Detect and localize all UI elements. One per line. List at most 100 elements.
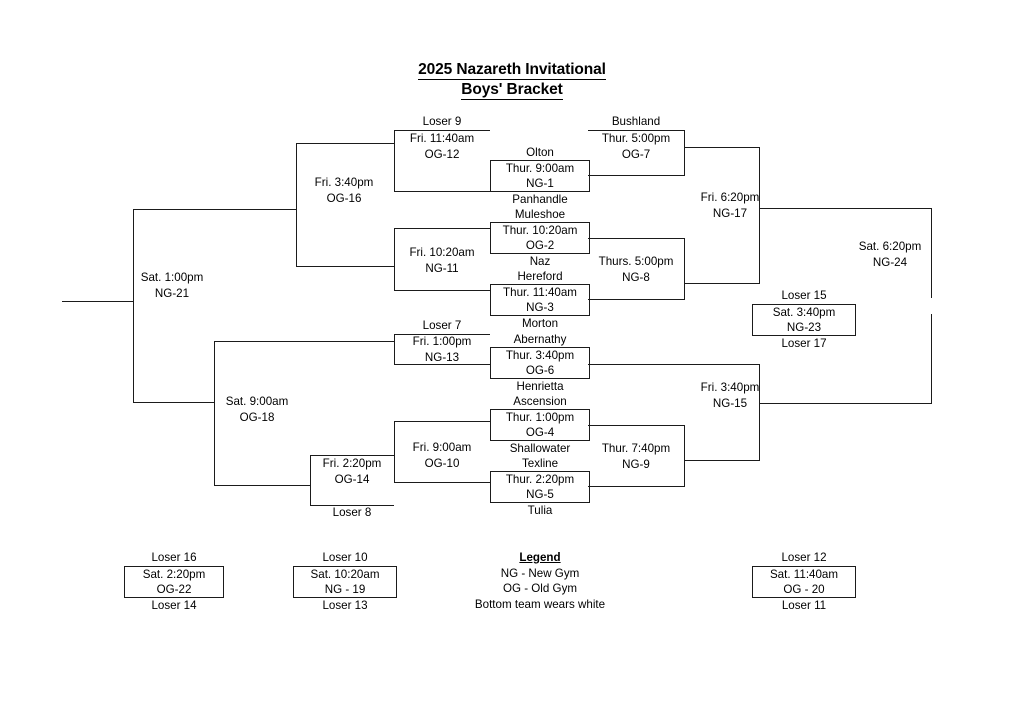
legend-line-white: Bottom team wears white <box>474 597 606 611</box>
og20-cap: Loser 12 <box>781 551 827 564</box>
ng21-bottom-arm <box>133 402 215 403</box>
team-label-ascension: Ascension <box>513 395 567 408</box>
team-label-naz: Naz <box>529 255 551 268</box>
team-label-panhandle: Panhandle <box>512 193 568 206</box>
og20-foot: Loser 11 <box>781 598 827 612</box>
ng13-day: Fri. 1:00pm <box>412 335 472 348</box>
team-label-henrietta: Henrietta <box>516 380 564 393</box>
ng9-top-line <box>588 425 684 426</box>
game-box-og4: Thur. 1:00pm OG-4 <box>490 409 590 441</box>
ng13-site: NG-13 <box>424 350 460 364</box>
ng21-spine <box>133 209 134 403</box>
og7-feeder-label: Bushland <box>611 115 661 128</box>
og12-spine <box>394 130 395 192</box>
game-box-og2: Thur. 10:20am OG-2 <box>490 222 590 254</box>
ng21-label: Sat. 1:00pm NG-21 <box>130 270 214 301</box>
legend-line-og: OG - Old Gym <box>502 582 578 595</box>
placement-og20: Loser 12 Sat. 11:40am OG - 20 Loser 11 <box>752 550 856 613</box>
og7-label: Thur. 5:00pm OG-7 <box>588 131 684 162</box>
ng8-top-line <box>588 238 684 239</box>
og7-day: Thur. 5:00pm <box>601 132 671 145</box>
ng21-site: NG-21 <box>154 286 190 300</box>
placement-ng23: Loser 15 Sat. 3:40pm NG-23 Loser 17 <box>752 288 856 351</box>
ng1-day: Thur. 9:00am <box>505 162 575 175</box>
ng8-spine <box>684 238 685 300</box>
og10-label: Fri. 9:00am OG-10 <box>394 440 490 471</box>
ng15-bottom-arm <box>684 460 760 461</box>
ng24-spine-top <box>931 208 932 298</box>
og22-day: Sat. 2:20pm <box>142 567 206 581</box>
og7-site: OG-7 <box>621 147 651 161</box>
ng19-site: NG - 19 <box>324 582 366 596</box>
page-title: 2025 Nazareth Invitational Boys' Bracket <box>0 60 1024 100</box>
og14-bottom-line <box>310 505 394 506</box>
ng9-spine <box>684 425 685 487</box>
og16-label: Fri. 3:40pm OG-16 <box>300 175 388 206</box>
og14-label: Fri. 2:20pm OG-14 <box>308 456 396 487</box>
og22-foot: Loser 14 <box>151 598 197 612</box>
og18-bottom-arm <box>214 485 310 486</box>
ng15-day: Fri. 3:40pm <box>700 381 760 394</box>
og7-top-line <box>588 130 684 131</box>
ng13-spine <box>394 334 395 365</box>
og10-day: Fri. 9:00am <box>412 441 472 454</box>
og14-top-line <box>310 455 394 456</box>
ng3-site: NG-3 <box>526 301 554 314</box>
og12-top-line <box>394 130 490 131</box>
og20-site: OG - 20 <box>783 582 825 596</box>
ng13-top-line <box>394 334 490 335</box>
ng5-site: NG-5 <box>526 488 554 501</box>
og10-site: OG-10 <box>424 456 460 470</box>
og7-bottom-line <box>588 175 684 176</box>
team-label-shallowater: Shallowater <box>509 442 571 455</box>
ng17-bottom-arm <box>684 283 760 284</box>
og16-day: Fri. 3:40pm <box>314 176 374 189</box>
ng11-site: NG-11 <box>425 261 459 275</box>
og16-bottom-arm <box>296 266 394 267</box>
game-box-ng5: Thur. 2:20pm NG-5 <box>490 471 590 503</box>
og18-label: Sat. 9:00am OG-18 <box>215 394 299 425</box>
ng8-site: NG-8 <box>622 270 650 284</box>
ng23-cap: Loser 15 <box>781 289 827 302</box>
team-label-hereford: Hereford <box>517 270 563 283</box>
ng13-label: Fri. 1:00pm NG-13 <box>394 334 490 365</box>
ng24-spine-bottom <box>931 314 932 404</box>
og18-day: Sat. 9:00am <box>225 395 289 408</box>
og7-spine <box>684 130 685 176</box>
ng24-site: NG-24 <box>872 255 908 269</box>
team-label-morton: Morton <box>521 317 559 330</box>
ng9-day: Thur. 7:40pm <box>601 442 671 455</box>
og2-site: OG-2 <box>525 239 555 252</box>
legend-line-ng: NG - New Gym <box>500 566 580 580</box>
ng19-foot: Loser 13 <box>322 598 368 612</box>
og14-site: OG-14 <box>334 472 370 486</box>
og18-spine <box>214 341 215 486</box>
ng9-bottom-line <box>588 486 684 487</box>
game-box-ng3: Thur. 11:40am NG-3 <box>490 284 590 316</box>
og6-day: Thur. 3:40pm <box>505 349 575 362</box>
og18-site: OG-18 <box>239 410 275 424</box>
ng21-day: Sat. 1:00pm <box>140 271 204 284</box>
og2-day: Thur. 10:20am <box>502 224 578 237</box>
ng8-day: Thurs. 5:00pm <box>598 255 674 268</box>
og16-spine <box>296 143 297 267</box>
og12-feeder-label: Loser 9 <box>422 115 462 128</box>
ng3-day: Thur. 11:40am <box>503 286 577 299</box>
og4-site: OG-4 <box>525 426 555 439</box>
ng11-day: Fri. 10:20am <box>409 246 475 259</box>
og12-label: Fri. 11:40am OG-12 <box>394 131 490 162</box>
ng17-site: NG-17 <box>712 206 748 220</box>
legend: Legend NG - New Gym OG - Old Gym Bottom … <box>440 550 640 612</box>
ng23-day: Sat. 3:40pm <box>772 305 836 319</box>
ng24-day: Sat. 6:20pm <box>858 240 922 253</box>
ng15-site: NG-15 <box>712 396 748 410</box>
og14-spine <box>310 455 311 506</box>
og14-day: Fri. 2:20pm <box>322 457 382 470</box>
ng1-site: NG-1 <box>526 177 554 190</box>
entry-stub-line <box>62 301 134 302</box>
ng9-site: NG-9 <box>622 457 650 471</box>
ng11-top-line <box>394 228 490 229</box>
ng23-site: NG-23 <box>786 320 822 334</box>
legend-heading: Legend <box>519 551 561 564</box>
